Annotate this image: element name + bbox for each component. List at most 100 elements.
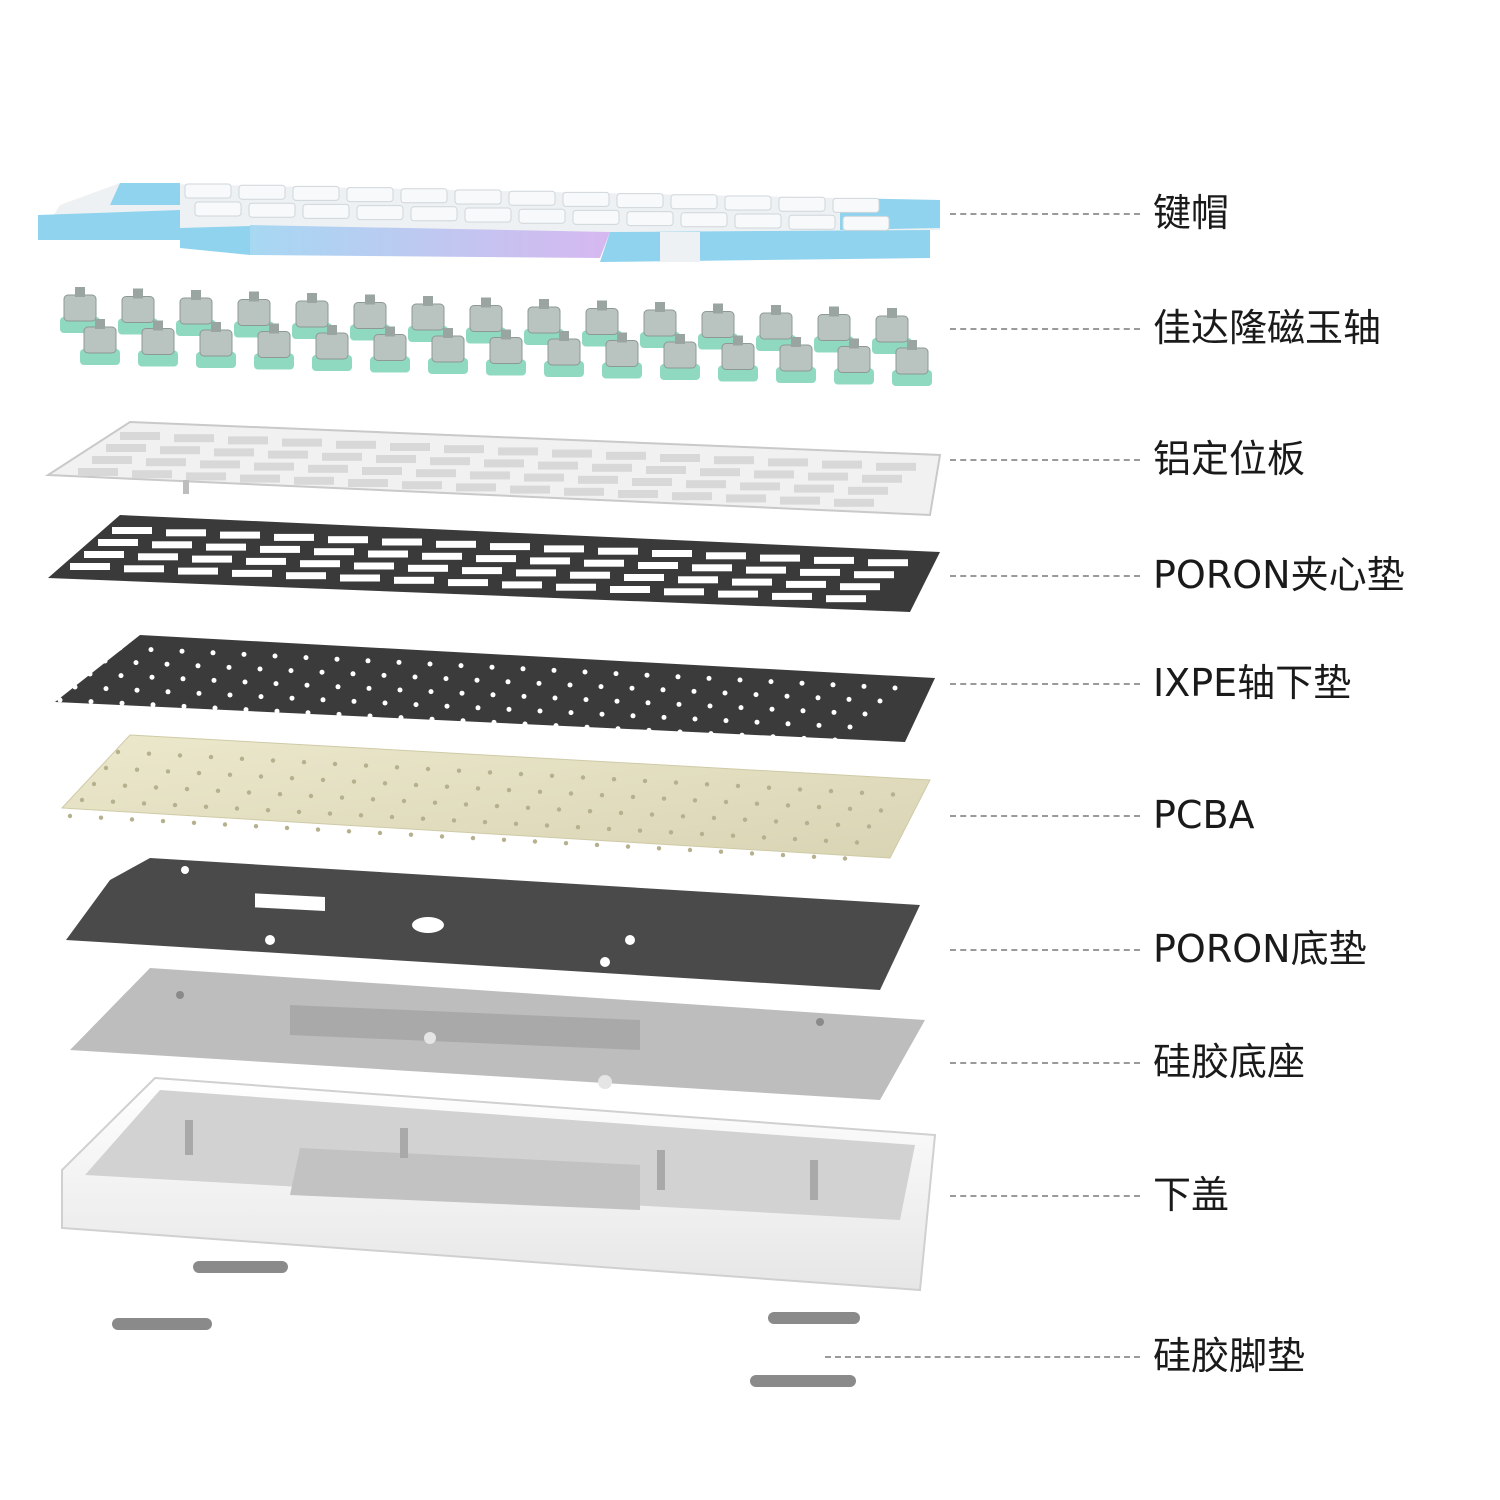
ixpe-hole <box>196 690 202 696</box>
switch <box>834 338 874 385</box>
ixpe-hole <box>242 679 248 685</box>
poron-cutout <box>664 588 704 596</box>
ixpe-hole <box>551 667 557 673</box>
switch <box>428 328 468 374</box>
plate-cutout <box>416 469 456 478</box>
ixpe-hole <box>722 690 728 696</box>
ixpe-hole <box>273 681 279 687</box>
pcba-pad <box>265 808 271 813</box>
plate-cutout <box>470 471 510 480</box>
keycap <box>238 184 286 200</box>
ixpe-hole <box>646 727 652 733</box>
label-switches: 佳达隆磁玉轴 <box>1153 306 1382 350</box>
pcba-pad <box>599 793 605 798</box>
poron-cutout <box>760 554 800 562</box>
poron-cutout <box>314 548 354 556</box>
keycap <box>356 205 404 221</box>
ixpe-hole <box>661 714 667 720</box>
silicone-feet-layer <box>112 1261 860 1387</box>
poron-cutout <box>786 580 826 588</box>
plate-cutout <box>578 475 618 484</box>
ixpe-hole <box>243 707 249 713</box>
plate-cutout <box>132 470 172 479</box>
ixpe-hole <box>754 719 760 725</box>
ixpe-hole <box>707 703 713 709</box>
ixpe-hole <box>103 686 109 692</box>
pcba-pad <box>742 817 748 822</box>
keycap <box>292 185 340 201</box>
ixpe-hole <box>459 690 465 696</box>
pcba-pad <box>122 783 128 788</box>
keycap <box>346 187 394 203</box>
ixpe-hole <box>614 698 620 704</box>
poron-cutout <box>718 590 758 598</box>
pcba-pad <box>847 806 853 811</box>
foot-3 <box>768 1312 860 1324</box>
plate-cutout <box>376 455 416 463</box>
poron-cutout <box>436 540 476 548</box>
pcba-pad <box>389 814 395 820</box>
pcba-pad <box>339 795 345 800</box>
ixpe-hole <box>181 703 187 709</box>
keycap <box>626 211 674 227</box>
leader-plate <box>950 459 1140 461</box>
pcba-pad <box>346 829 352 834</box>
plate-cutout <box>646 466 686 474</box>
poron-cutout <box>544 545 584 553</box>
ixpe-hole <box>567 682 573 688</box>
ixpe-hole <box>179 648 185 654</box>
pcba-pad <box>358 813 364 818</box>
keycap <box>842 215 890 231</box>
poron-cutout <box>556 583 596 591</box>
poron-cutout <box>692 564 732 572</box>
pcba-layer <box>60 734 931 861</box>
pcba-pad <box>642 778 648 784</box>
plate-cutout <box>106 444 146 452</box>
ixpe-hole <box>444 703 450 709</box>
switches-layer <box>60 287 932 386</box>
ixpe-hole <box>288 668 294 674</box>
ixpe-hole <box>800 708 806 714</box>
keycap <box>508 190 556 206</box>
ixpe-hole <box>769 706 775 712</box>
ixpe-hole <box>257 666 263 672</box>
ixpe-hole <box>429 716 435 722</box>
keycap <box>680 212 728 228</box>
pcba-pad <box>537 789 543 794</box>
poron-cutout <box>368 550 408 558</box>
pcba-pad <box>575 825 581 830</box>
pcba-pad <box>494 803 500 809</box>
ixpe-hole <box>460 718 466 724</box>
poron-cutout <box>246 557 286 565</box>
poron-cutout <box>328 536 368 544</box>
plate-cutout <box>402 481 442 490</box>
pcba-pad <box>501 837 507 842</box>
pcba-pad <box>673 780 679 785</box>
poron-cutout <box>840 583 880 591</box>
pcba-pad <box>172 802 178 808</box>
pcba-pad <box>98 815 104 820</box>
keycap <box>562 191 610 207</box>
ixpe-hole <box>165 689 171 695</box>
ixpe-hole <box>365 658 371 664</box>
pcba-pad <box>439 834 445 839</box>
pcba-pad <box>797 787 803 792</box>
ixpe-hole <box>615 726 621 732</box>
plate-cutout <box>348 479 388 487</box>
pcba-pad <box>525 805 531 810</box>
ixpe-hole <box>862 711 868 717</box>
pcba-pad <box>792 836 798 842</box>
keycap <box>454 189 502 205</box>
ixpe-hole <box>57 697 63 703</box>
switch <box>660 334 700 380</box>
ixpe-hole <box>537 708 543 714</box>
pcba-pad <box>866 824 872 829</box>
keycap <box>788 214 836 230</box>
ixpe-hole <box>381 672 387 678</box>
ixpe-hole <box>350 671 356 677</box>
ixpe-hole <box>723 718 729 724</box>
ixpe-hole <box>397 687 403 693</box>
ixpe-hole <box>335 684 341 690</box>
ixpe-hole <box>847 724 853 730</box>
ixpe-hole <box>272 653 278 659</box>
